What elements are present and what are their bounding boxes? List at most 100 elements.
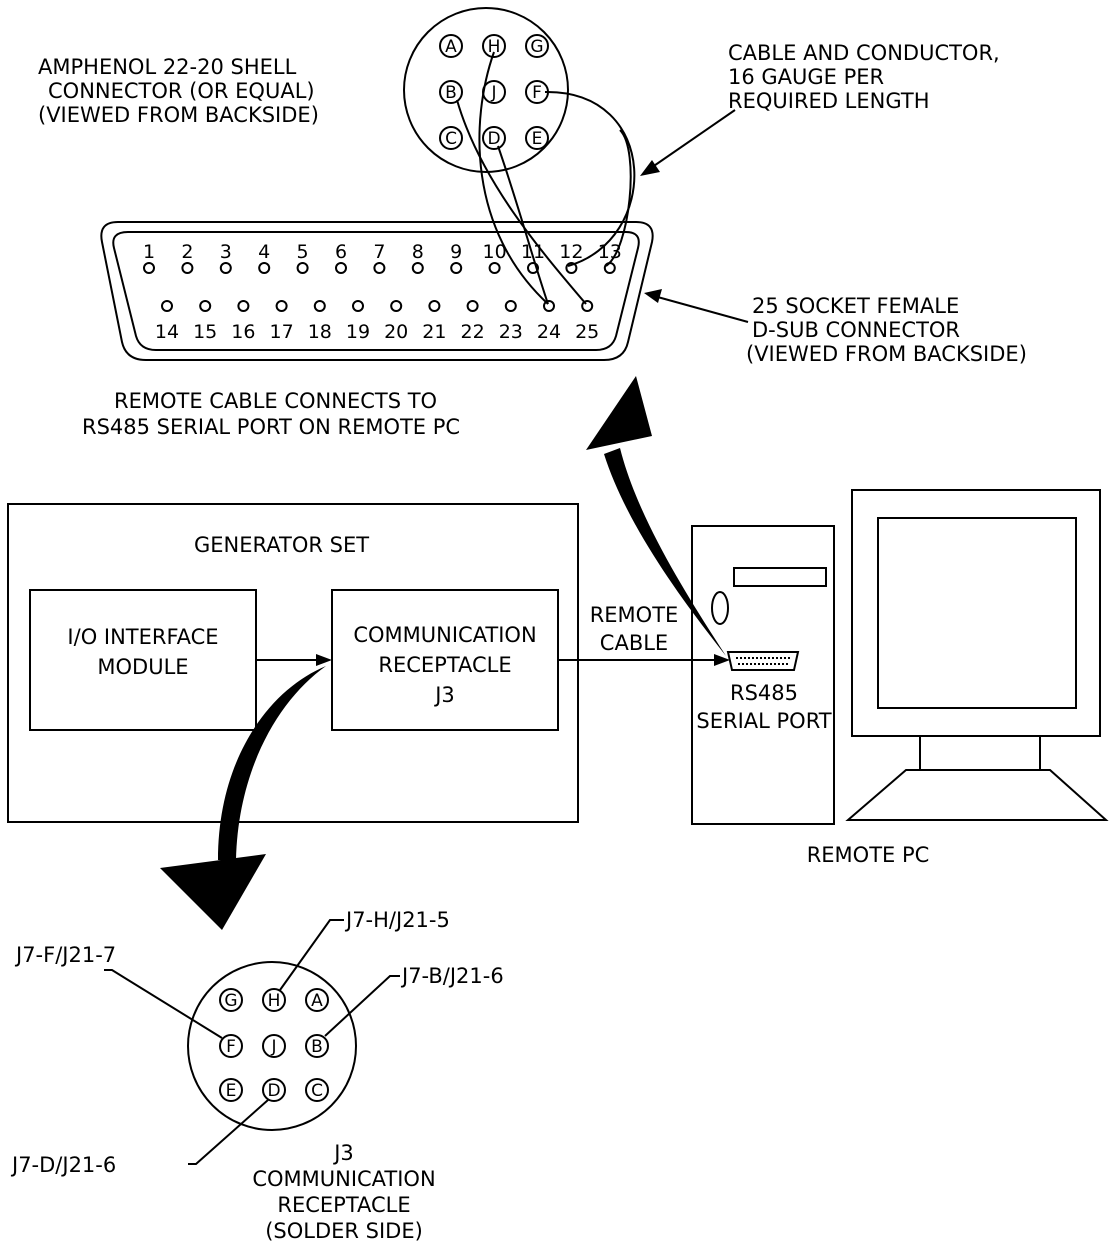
dsub-socket [450,262,463,274]
svg-text:COMMUNICATION: COMMUNICATION [252,1167,435,1191]
dsub-pin-number: 6 [335,241,347,263]
cable-conductor-label: CABLE AND CONDUCTOR, 16 GAUGE PER REQUIR… [728,41,1000,113]
dsub-label: 25 SOCKET FEMALE D-SUB CONNECTOR (VIEWED… [746,294,1027,366]
dsub-socket [603,262,616,274]
dsub-pin-number: 18 [308,321,332,343]
dsub-socket [237,300,250,312]
callout-j7-h: J7-H/J21-5 [344,908,450,932]
amphenol-pin-e: E [525,126,549,150]
amphenol-pin-d: D [482,126,506,150]
generator-set-box: GENERATOR SET [7,503,579,823]
dsub-socket [411,262,424,274]
svg-text:J: J [270,1037,276,1057]
svg-text:CONNECTOR (OR EQUAL): CONNECTOR (OR EQUAL) [48,79,315,103]
amphenol-pin-h: H [482,34,506,58]
svg-text:G: G [224,991,237,1011]
pc-monitor [845,489,1109,821]
dsub-socket [219,262,232,274]
svg-text:16 GAUGE PER: 16 GAUGE PER [728,65,884,89]
module-to-receptacle-arrow [256,654,332,666]
wire-d-to-24 [497,145,549,305]
dsub-pin-number: 8 [412,241,424,263]
wire-f-to-12 [544,90,636,267]
remote-cable-label: REMOTE CABLE [590,603,679,655]
dsub-socket [390,300,403,312]
svg-text:B: B [445,83,457,103]
serial-port-label-2: SERIAL PORT [696,709,831,733]
svg-text:J3: J3 [332,1141,354,1165]
svg-text:RECEPTACLE: RECEPTACLE [378,653,511,677]
dsub-pin-number: 14 [155,321,179,343]
svg-text:C: C [311,1081,323,1101]
communication-receptacle-j3: COMMUNICATION RECEPTACLE J3 [331,589,559,731]
amphenol-pin-b: B [439,80,463,104]
svg-text:I/O INTERFACE: I/O INTERFACE [67,625,218,649]
callout-j7-d: J7-D/J21-6 [10,1153,116,1177]
svg-text:F: F [532,83,542,103]
dsub-socket [313,300,326,312]
svg-text:RS485 SERIAL PORT ON REMOTE PC: RS485 SERIAL PORT ON REMOTE PC [82,415,460,439]
dsub-pin-number: 21 [422,321,446,343]
svg-text:A: A [311,991,323,1011]
j3-pin-g: G [219,988,243,1012]
curved-arrow-to-j3-detail [160,666,326,930]
wire-b-to-25 [456,99,587,305]
callout-j7-f: J7-F/J21-7 [14,943,116,967]
j3-pin-h: H [262,988,286,1012]
dsub-pin-number: 24 [537,321,561,343]
svg-text:G: G [530,37,543,57]
dsub-socket [504,300,517,312]
dsub-socket [335,262,347,274]
j3-caption: J3 COMMUNICATION RECEPTACLE (SOLDER SIDE… [252,1141,435,1243]
dsub-socket [275,300,288,312]
dsub-pin-number: 16 [231,321,255,343]
svg-text:(SOLDER SIDE): (SOLDER SIDE) [265,1219,423,1243]
svg-text:D: D [267,1081,280,1101]
amphenol-pin-j: J [482,80,506,104]
svg-text:H: H [268,991,281,1011]
dsub-pin-number: 10 [483,241,507,263]
dsub-socket [181,262,194,274]
svg-text:REQUIRED LENGTH: REQUIRED LENGTH [728,89,929,113]
dsub-socket [373,262,386,274]
dsub-pin-number: 3 [220,241,232,263]
dsub-socket [466,300,479,312]
wire-f-to-13 [605,129,632,267]
j3-callout-lines [104,919,400,1165]
j3-detail-connector: G H A F J B E D C [187,961,357,1131]
cable-label-arrow [640,109,736,176]
dsub-socket [143,262,155,274]
amphenol-pin-f: F [525,80,549,104]
serial-port-connector [726,651,800,671]
svg-text:MODULE: MODULE [97,655,188,679]
curved-arrow-to-dsub [586,376,726,656]
svg-text:J: J [490,83,496,103]
svg-text:B: B [311,1037,323,1057]
remote-pc-label: REMOTE PC [807,843,930,867]
j3-pin-e: E [219,1078,243,1102]
dsub-label-arrow [644,289,749,323]
j3-pin-c: C [305,1078,329,1102]
j3-pin-j: J [262,1034,286,1058]
svg-text:25 SOCKET FEMALE: 25 SOCKET FEMALE [752,294,959,318]
dsub-socket [161,300,173,312]
svg-text:F: F [226,1037,236,1057]
remote-cable-line [558,654,730,666]
dsub-socket [296,262,309,274]
dsub-pin-number: 19 [346,321,370,343]
dsub-pin-number: 4 [258,241,270,263]
dsub-pin-number: 7 [373,241,385,263]
wire-h-to-24 [478,51,549,305]
svg-text:CABLE AND CONDUCTOR,: CABLE AND CONDUCTOR, [728,41,1000,65]
dsub-socket [581,300,594,312]
svg-text:COMMUNICATION: COMMUNICATION [353,623,536,647]
io-interface-module: I/O INTERFACE MODULE [29,589,257,731]
dsub-pin-number: 9 [450,241,462,263]
svg-text:RECEPTACLE: RECEPTACLE [277,1193,410,1217]
callout-j7-b: J7-B/J21-6 [400,964,504,988]
pc-tower: RS485 SERIAL PORT [691,525,835,825]
dsub-socket [527,262,539,274]
amphenol-label: AMPHENOL 22-20 SHELL CONNECTOR (OR EQUAL… [38,55,319,127]
dsub-pin-number: 2 [181,241,193,263]
